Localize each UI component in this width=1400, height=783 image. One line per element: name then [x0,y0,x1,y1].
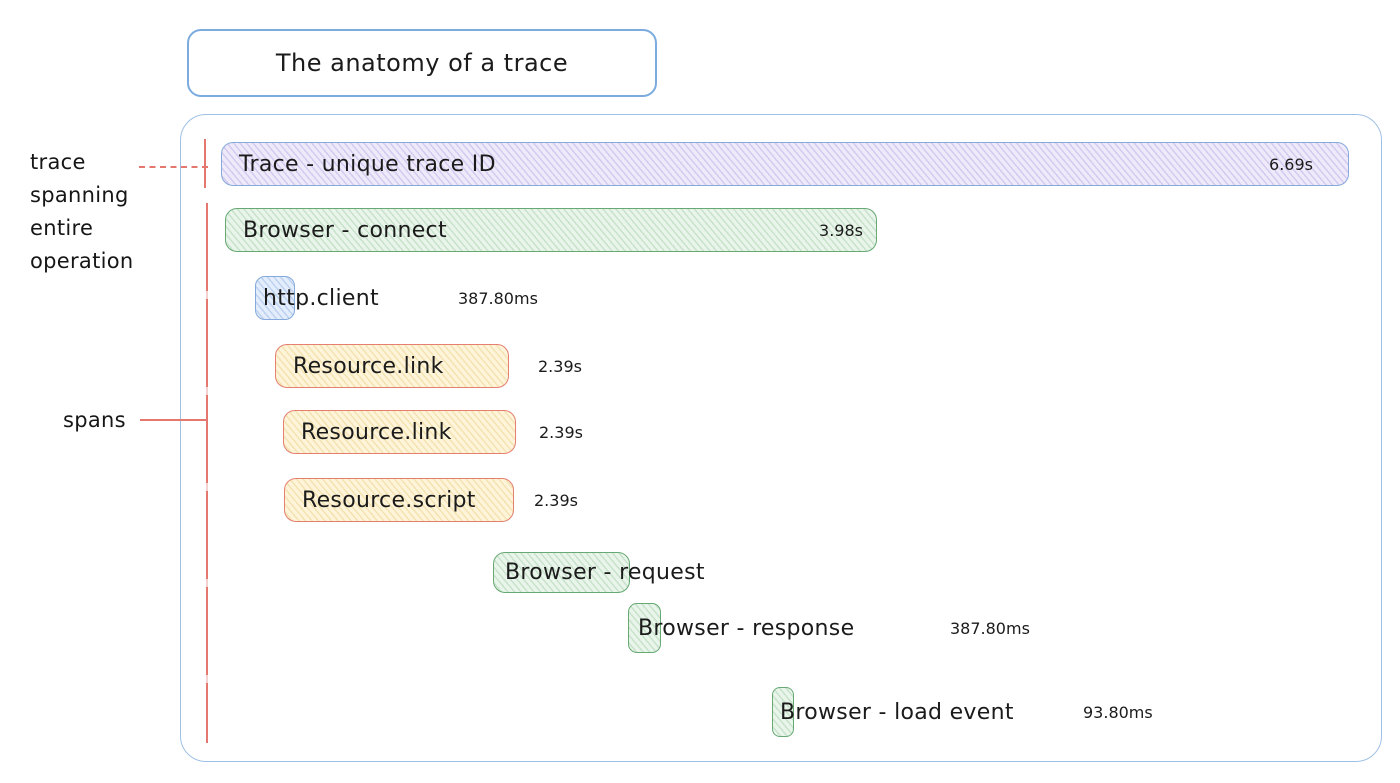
span-bar [255,276,295,320]
span-row-http-client: http.client 387.80ms [255,276,538,320]
diagram-title: The anatomy of a trace [275,49,569,77]
spans-annotation: spans [63,408,126,432]
span-row-browser-response: Browser - response 387.80ms [628,603,1030,653]
span-label: Browser - connect [243,217,447,243]
span-duration: 387.80ms [458,288,538,308]
span-row-trace: Trace - unique trace ID 6.69s [221,142,1349,186]
span-label: Browser - response [638,615,855,641]
trace-pointer-line [139,166,208,168]
span-label: Resource.script [302,487,476,513]
span-label: http.client [263,285,379,311]
span-duration: 2.39s [538,356,582,376]
trace-annotation: trace spanning entire operation [30,150,134,273]
span-row-browser-load-event: Browser - load event 93.80ms [772,687,1153,737]
trace-duration: 6.69s [1269,154,1313,174]
spans-bracket-line [206,203,208,743]
span-duration: 387.80ms [950,618,1030,638]
span-bar [283,410,516,454]
span-label: Resource.link [301,419,452,445]
trace-pointer-tick [204,139,206,188]
diagram-title-box: The anatomy of a trace [187,29,657,97]
trace-bar [221,142,1349,186]
span-duration: 3.98s [819,220,863,240]
span-bar [275,344,509,388]
span-bar [284,478,514,522]
span-row-browser-request: Browser - request [493,552,705,593]
spans-pointer-line [140,419,208,421]
span-bar [772,687,794,737]
span-label: Browser - load event [780,699,1014,725]
span-duration: 93.80ms [1083,702,1153,722]
span-row-resource-script: Resource.script 2.39s [284,478,578,522]
span-label: Resource.link [293,353,444,379]
span-duration: 2.39s [534,490,578,510]
span-row-browser-connect: Browser - connect 3.98s [225,208,877,252]
span-bar [628,603,661,653]
span-bar [225,208,877,252]
span-bar [493,552,630,593]
trace-frame [180,114,1382,762]
span-row-resource-link-2: Resource.link 2.39s [283,410,583,454]
span-duration: 2.39s [539,422,583,442]
span-row-resource-link-1: Resource.link 2.39s [275,344,582,388]
span-label: Browser - request [505,560,705,585]
trace-label: Trace - unique trace ID [239,151,496,177]
